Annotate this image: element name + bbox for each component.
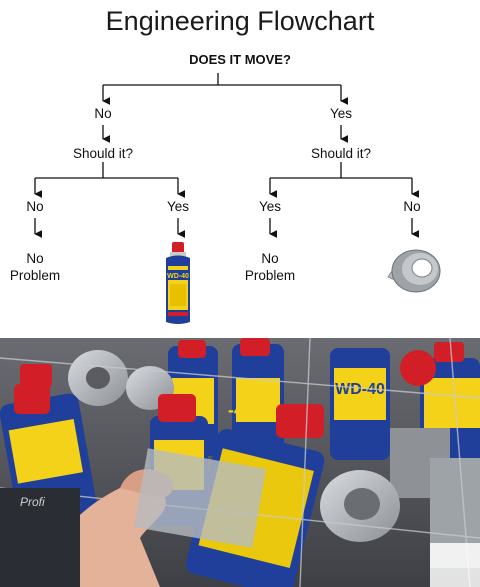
svg-text:WD-40: WD-40 <box>167 273 189 280</box>
shopping-cart-photo: WD-40 -40 <box>0 338 480 587</box>
svg-text:Profi: Profi <box>20 495 45 509</box>
flowchart-connectors <box>34 73 420 238</box>
right-should-it-label: Should it? <box>310 146 372 161</box>
duct-tape-icon <box>387 249 441 293</box>
no-problem-left: No Problem <box>9 251 61 283</box>
root-question: DOES IT MOVE? <box>189 52 291 67</box>
move-yes-label: Yes <box>329 106 353 121</box>
svg-text:WD-40: WD-40 <box>335 381 385 398</box>
no-problem-right: No Problem <box>244 251 296 283</box>
left-should-no-label: No <box>26 199 44 214</box>
right-should-no-label: No <box>403 199 421 214</box>
left-should-yes-label: Yes <box>166 199 190 214</box>
flowchart-title: Engineering Flowchart <box>105 6 375 36</box>
left-should-it-label: Should it? <box>72 146 134 161</box>
wd40-can-icon: WD-40 <box>166 242 190 324</box>
right-should-yes-label: Yes <box>258 199 282 214</box>
move-no-label: No <box>94 106 112 121</box>
svg-text:-40: -40 <box>228 400 254 420</box>
